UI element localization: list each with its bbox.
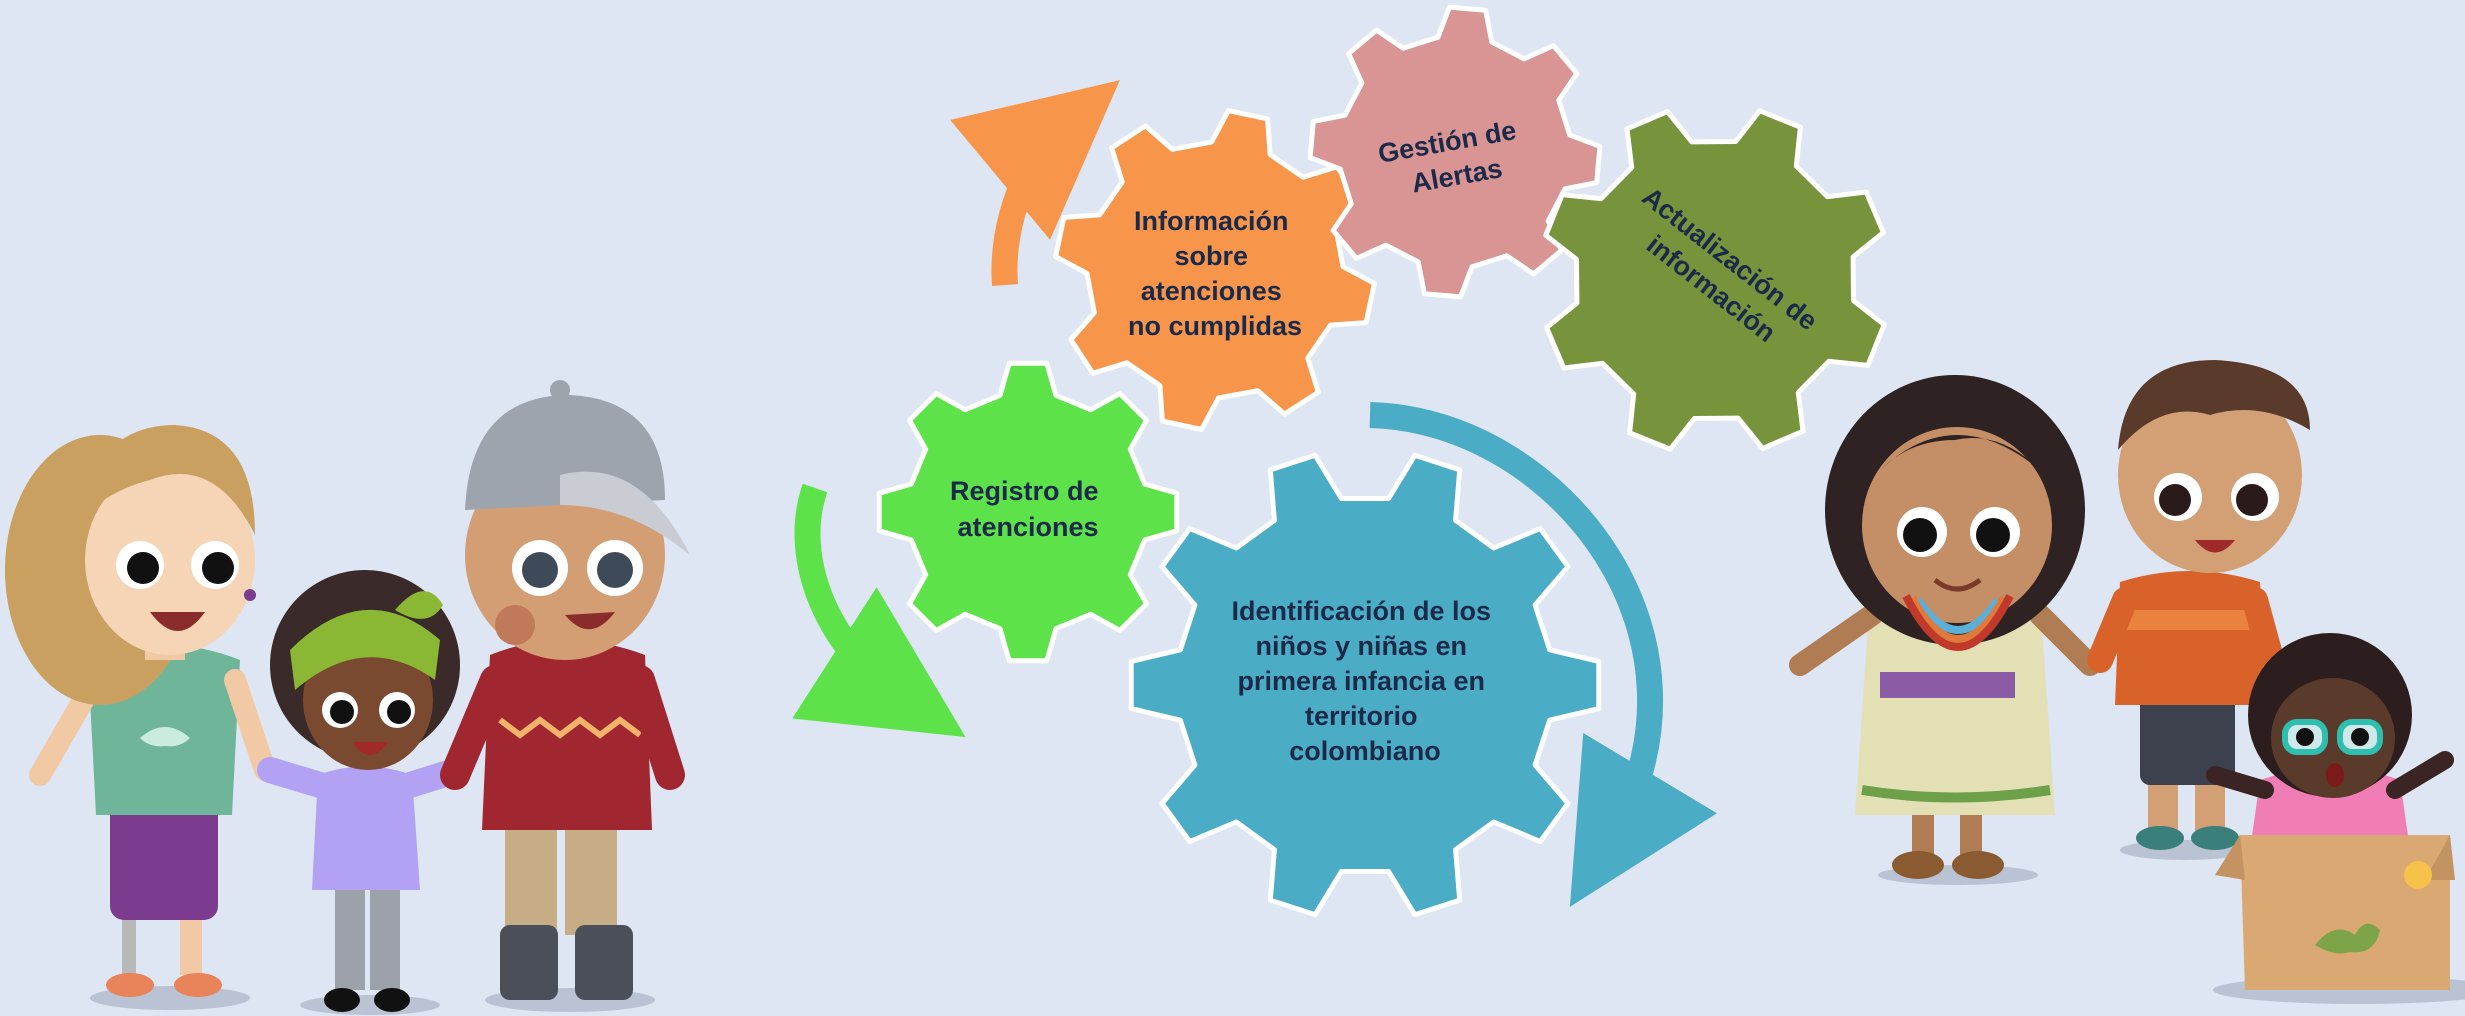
gear-informacion-atenciones-no-cumplidas <box>1053 108 1377 432</box>
child-boy-orange-shirt <box>2087 360 2310 860</box>
gear-shape <box>1307 4 1603 300</box>
gear-shape <box>876 360 1180 664</box>
gear-gestion-alertas <box>1307 4 1603 300</box>
cycle-arrow-blue-icon <box>1369 402 1717 907</box>
child-blonde-girl <box>5 425 276 1010</box>
cycle-arrow-green-icon <box>792 483 966 738</box>
gear-shape <box>1128 452 1602 918</box>
gear-identificacion-ninos <box>1128 452 1602 918</box>
child-indigenous-girl <box>1789 375 2101 885</box>
child-girl-glasses-in-box <box>2206 633 2465 1004</box>
label-identificacion: Identificación de los niños y niñas en p… <box>1231 596 1498 766</box>
gear-registro-atenciones <box>876 360 1180 664</box>
label-informacion: Información sobre atenciones no cumplida… <box>1128 206 1302 341</box>
gear-actualizacion-informacion <box>1543 108 1887 452</box>
gear-shape <box>1543 108 1887 452</box>
cycle-arrow-orange-icon <box>950 80 1120 286</box>
gear-shape <box>1053 108 1377 432</box>
child-boy-gray-cap <box>440 380 690 1012</box>
child-girl-green-bow <box>257 570 471 1015</box>
label-registro: Registro de atenciones <box>950 476 1106 542</box>
